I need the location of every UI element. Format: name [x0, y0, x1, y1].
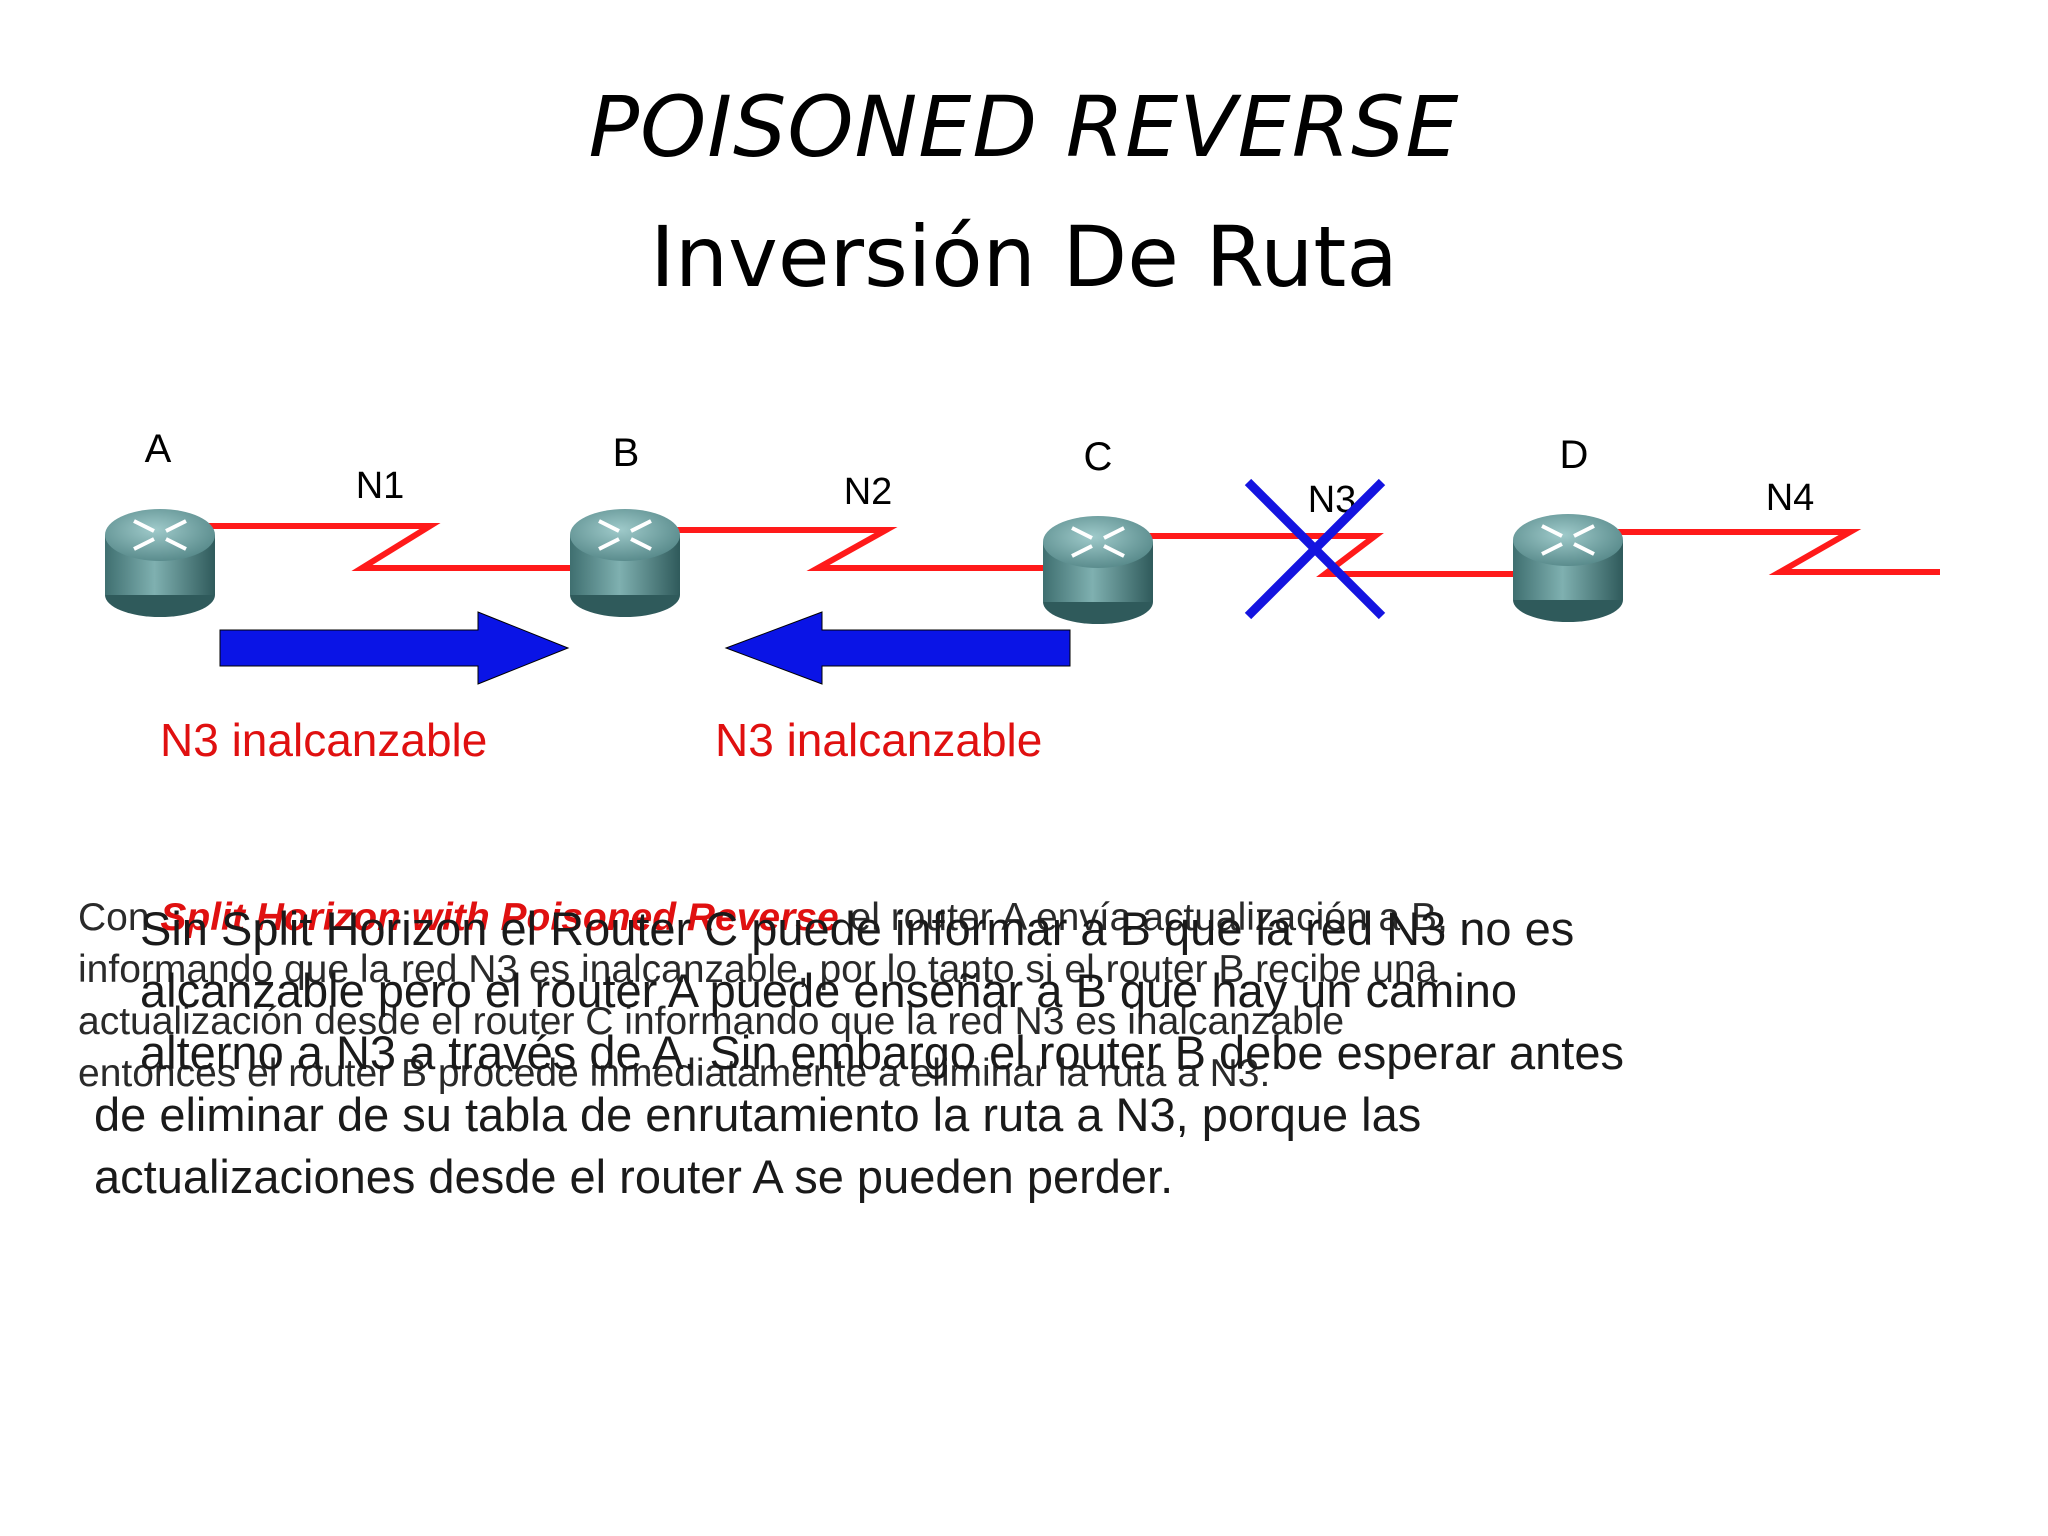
router-c: [1043, 516, 1153, 624]
paragraph-poisoned-reverse: Con Split Horizon with Poisoned Reverse …: [78, 892, 1448, 1100]
router-label-b: B: [613, 431, 640, 475]
router-label-c: C: [1084, 435, 1113, 479]
paragraph-back-line-4: entonces el router B procede inmediatame…: [78, 1052, 1271, 1095]
arrow-label-left: N3 inalcanzable: [160, 714, 487, 766]
router-a: [105, 509, 215, 617]
paragraph-back-prefix: Con: [78, 896, 161, 939]
paragraph-back-text-1: el router A envía actualización a B,: [838, 896, 1448, 939]
split-horizon-highlight: Split Horizon with Poisoned Reverse: [160, 896, 839, 939]
link-n1: [160, 523, 575, 571]
page-subtitle: Inversión De Ruta: [650, 208, 1398, 306]
link-n2: [630, 527, 1050, 571]
update-arrow-right-icon: [219, 611, 570, 685]
paragraph-split-horizon: Sin Split Horizon el Router C puede info…: [94, 898, 1624, 1208]
paragraph-front-line-2: alcanzable pero el router A puede enseña…: [140, 964, 1518, 1017]
paragraph-front-line-1: Sin Split Horizon el Router C puede info…: [140, 902, 1575, 955]
arrow-label-right: N3 inalcanzable: [715, 714, 1042, 766]
router-d: [1513, 514, 1623, 622]
router-arrows-icon: [1541, 524, 1595, 556]
network-label-n2: N2: [844, 471, 893, 513]
router-arrows-icon: [1071, 526, 1125, 558]
network-label-n4: N4: [1766, 477, 1815, 519]
paragraph-front-line-5: actualizaciones desde el router A se pue…: [94, 1150, 1174, 1203]
paragraph-front-line-3: alterno a N3 a través de A. Sin embargo …: [140, 1026, 1624, 1079]
link-n4: [1600, 529, 1940, 575]
router-label-d: D: [1560, 433, 1589, 477]
link-failure-cross-icon: [1244, 478, 1386, 620]
router-b: [570, 509, 680, 617]
page-title: POISONED REVERSE: [588, 78, 1460, 176]
router-arrows-icon: [133, 519, 187, 551]
paragraph-back-line-2: informando que la red N3 es inalcanzable…: [78, 948, 1438, 991]
router-label-a: A: [145, 427, 172, 471]
paragraph-back-line-1: Con Split Horizon with Poisoned Reverse …: [78, 892, 1448, 944]
link-n3: [1100, 533, 1530, 577]
router-arrows-icon: [598, 519, 652, 551]
paragraph-front-line-4: de eliminar de su tabla de enrutamiento …: [94, 1088, 1422, 1141]
network-label-n1: N1: [356, 465, 405, 507]
update-arrow-left-icon: [724, 611, 1071, 685]
paragraph-back-line-3: actualización desde el router C informan…: [78, 1000, 1345, 1043]
